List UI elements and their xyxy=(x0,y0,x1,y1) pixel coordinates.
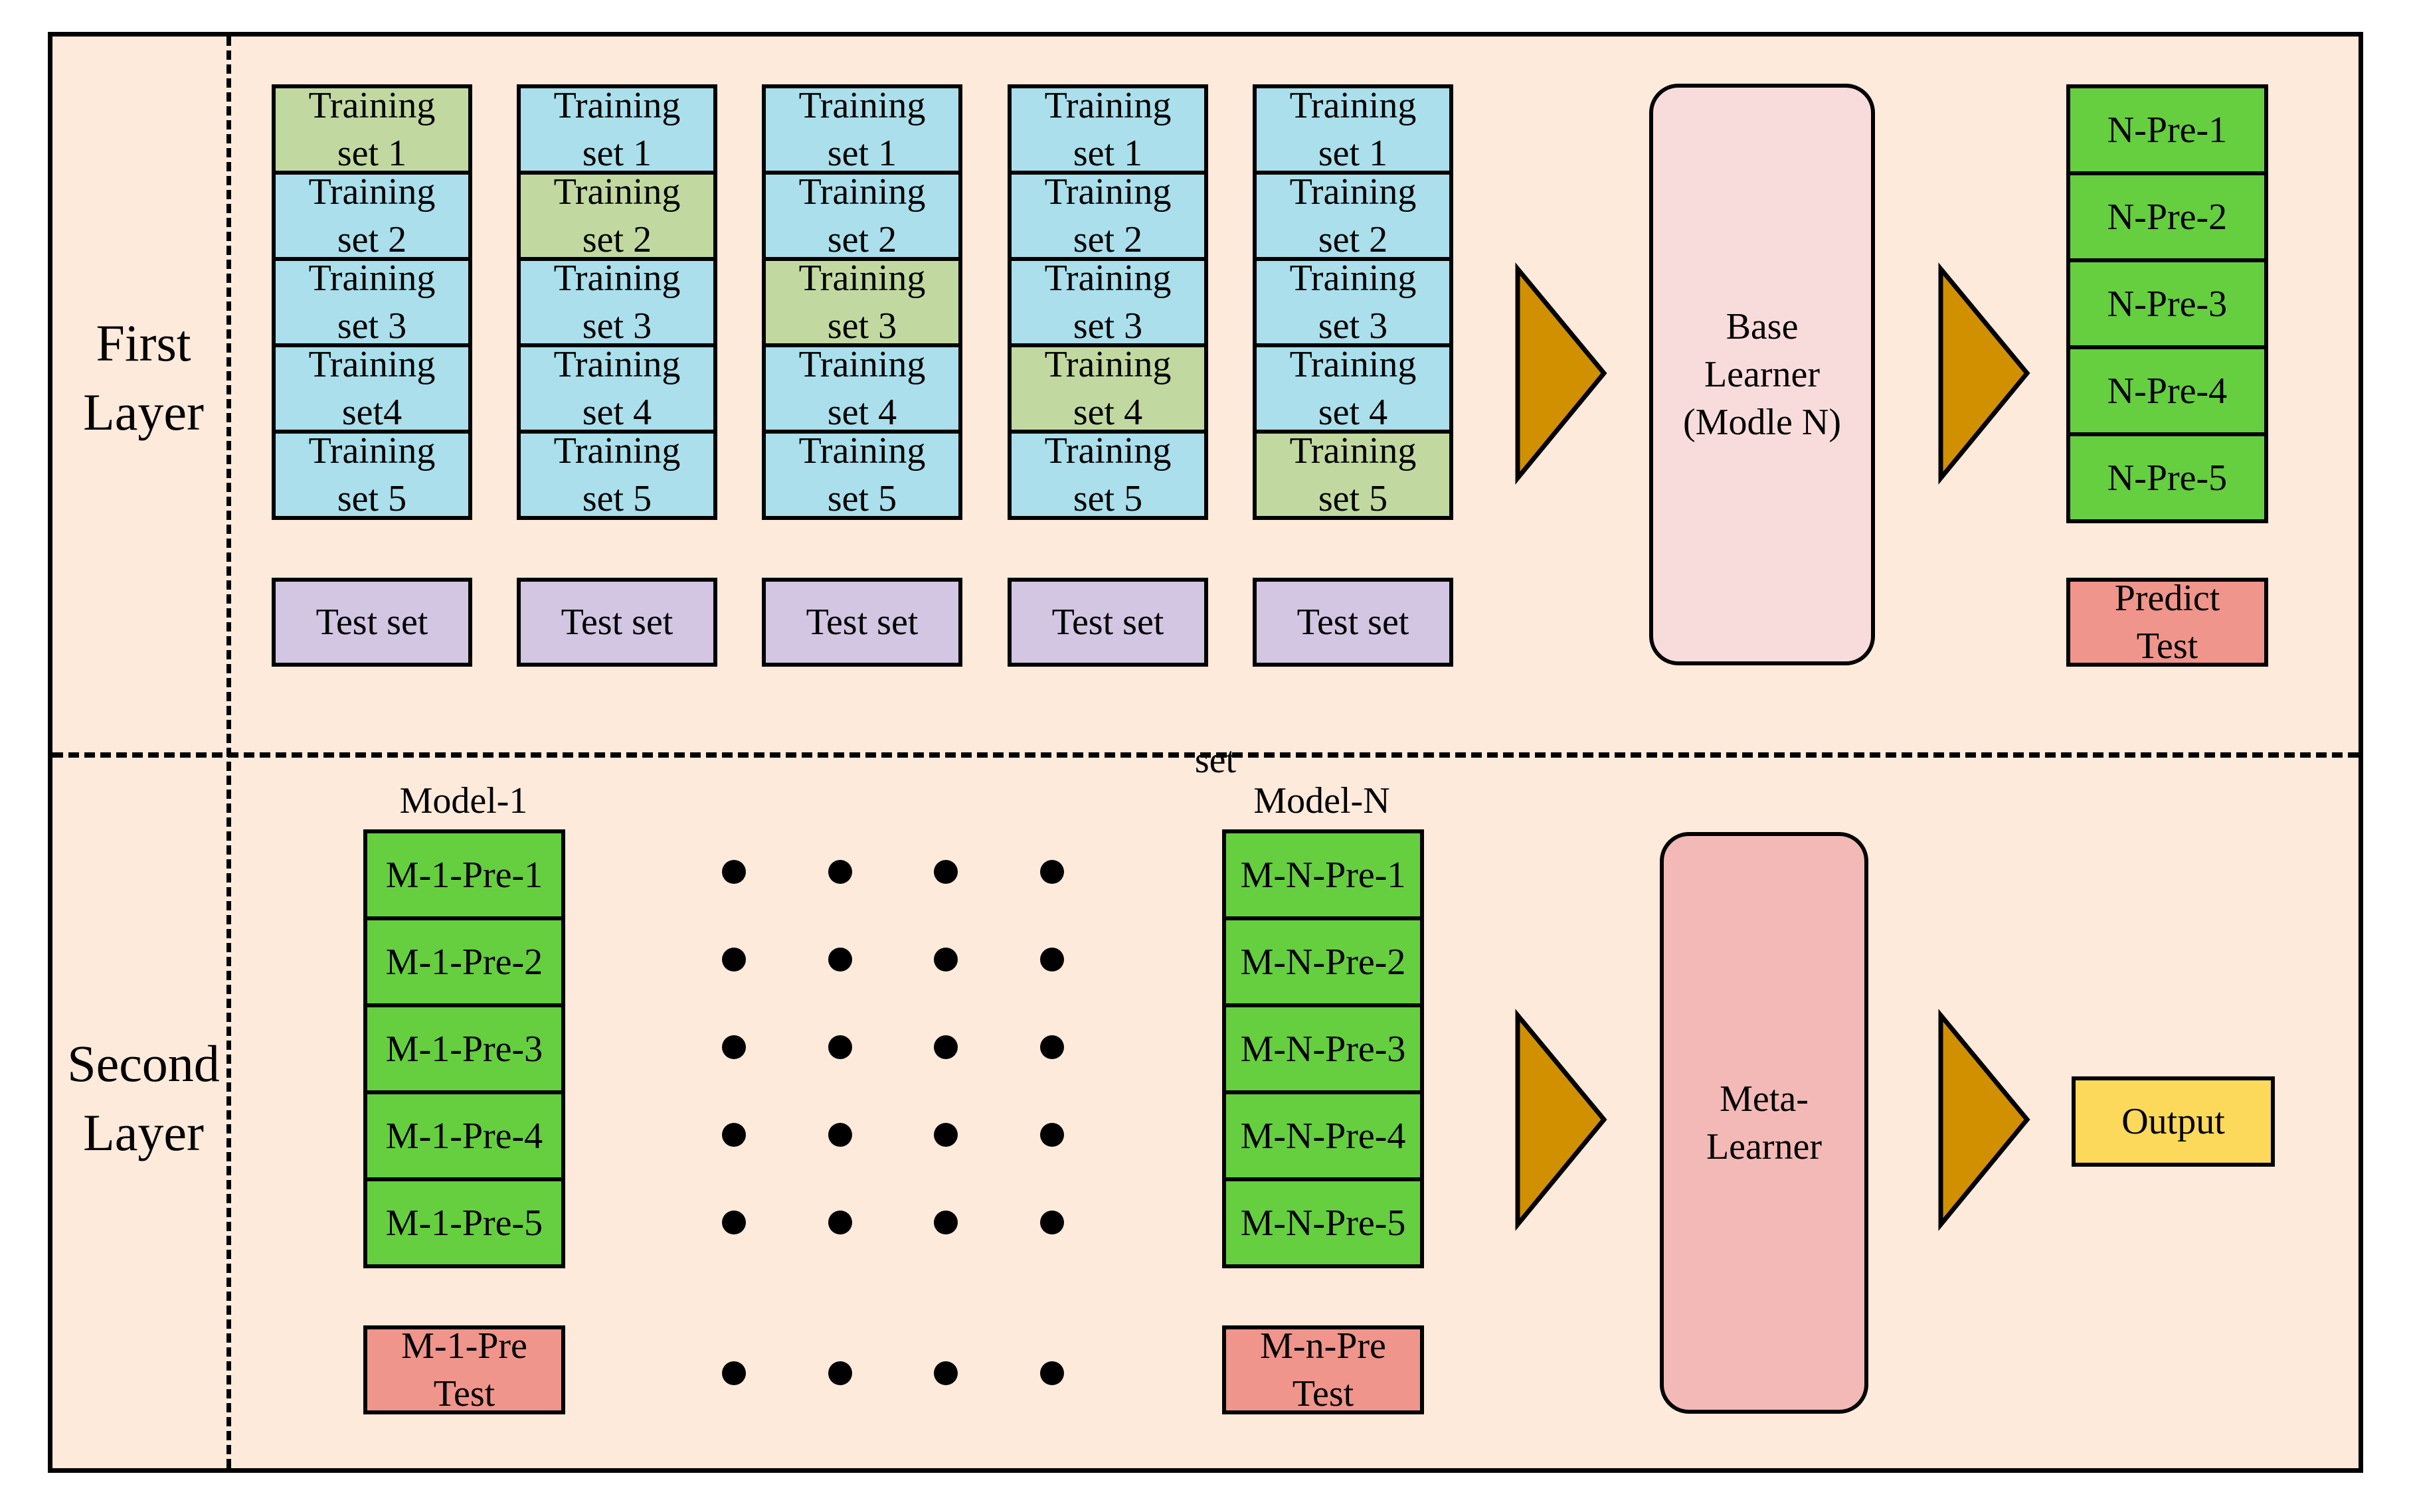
model-n-prediction-box: M-N-Pre-4 xyxy=(1222,1090,1424,1181)
dot-icon xyxy=(934,1361,958,1385)
training-set-cell: Training set 1 xyxy=(517,84,717,175)
training-set-cell: Training set 5 xyxy=(1008,430,1208,520)
training-set-cell: Training set 1 xyxy=(1253,84,1453,175)
test-set-box: Test set xyxy=(272,578,472,667)
model-n-test-box: M-n-Pre Test xyxy=(1222,1325,1424,1414)
model-n-prediction-box: M-N-Pre-1 xyxy=(1222,829,1424,920)
training-set-cell: Training set 3 xyxy=(1253,257,1453,347)
dot-icon xyxy=(828,948,852,971)
model-n-prediction-box: M-N-Pre-2 xyxy=(1222,916,1424,1007)
base-learner: Base Learner (Modle N) xyxy=(1649,84,1875,665)
training-set-cell: Training set 1 xyxy=(1008,84,1208,175)
model-1-prediction-box: M-1-Pre-2 xyxy=(363,916,565,1007)
training-set-cell: Training set 3 xyxy=(762,257,962,347)
training-set-cell: Training set 4 xyxy=(517,343,717,434)
model-n-prediction-box: M-N-Pre-5 xyxy=(1222,1177,1424,1268)
base-prediction-box: N-Pre-4 xyxy=(2066,345,2268,436)
training-set-cell: Training set 5 xyxy=(517,430,717,520)
training-set-cell: Training set 5 xyxy=(762,430,962,520)
training-set-cell: Training set 3 xyxy=(1008,257,1208,347)
training-set-cell: Training set 5 xyxy=(1253,430,1453,520)
first-layer-label: First Layer xyxy=(83,314,204,441)
dot-icon xyxy=(828,1123,852,1147)
second-layer-label: Second Layer xyxy=(67,1035,220,1161)
training-set-cell: Training set 3 xyxy=(272,257,472,347)
training-set-cell: Training set 2 xyxy=(517,171,717,261)
dot-icon xyxy=(934,1123,958,1147)
training-set-cell: Training set4 xyxy=(272,343,472,434)
dot-icon xyxy=(722,948,746,971)
training-set-cell: Training set 1 xyxy=(762,84,962,175)
triangle-right-icon xyxy=(1515,262,1607,485)
dot-icon xyxy=(1040,1035,1064,1059)
dot-icon xyxy=(828,1361,852,1385)
dot-icon xyxy=(934,1211,958,1234)
dot-icon xyxy=(1040,948,1064,971)
training-set-cell: Training set 4 xyxy=(1253,343,1453,434)
model-1-prediction-box: M-1-Pre-3 xyxy=(363,1003,565,1094)
test-set-box: Test set xyxy=(762,578,962,667)
dot-icon xyxy=(1040,1123,1064,1147)
dot-icon xyxy=(722,1361,746,1385)
output-box: Output xyxy=(2072,1076,2275,1167)
training-set-cell: Training set 2 xyxy=(1253,171,1453,261)
training-set-cell: Training set 4 xyxy=(762,343,962,434)
training-set-cell: Training set 2 xyxy=(1008,171,1208,261)
test-set-box: Test set xyxy=(1008,578,1208,667)
dot-icon xyxy=(1040,1211,1064,1234)
base-prediction-box: N-Pre-3 xyxy=(2066,258,2268,349)
dot-icon xyxy=(934,860,958,884)
base-prediction-box: N-Pre-5 xyxy=(2066,432,2268,523)
base-prediction-box: N-Pre-1 xyxy=(2066,84,2268,175)
training-set-cell: Training set 5 xyxy=(272,430,472,520)
dot-icon xyxy=(828,1211,852,1234)
model-1-test-box: M-1-Pre Test xyxy=(363,1325,565,1414)
dot-icon xyxy=(828,1035,852,1059)
training-set-cell: Training set 1 xyxy=(272,84,472,175)
dot-icon xyxy=(934,948,958,971)
meta-learner: Meta- Learner xyxy=(1660,832,1868,1414)
training-set-cell: Training set 4 xyxy=(1008,343,1208,434)
base-prediction-box: N-Pre-2 xyxy=(2066,171,2268,262)
dot-icon xyxy=(722,1211,746,1234)
dot-icon xyxy=(828,860,852,884)
dot-icon xyxy=(1040,1361,1064,1385)
dot-icon xyxy=(722,1035,746,1059)
model-1-title: Model-1 xyxy=(399,780,528,821)
model-n-title: Model-N xyxy=(1253,780,1390,821)
overflow-text: set xyxy=(1194,740,1237,781)
dot-icon xyxy=(934,1035,958,1059)
model-1-prediction-box: M-1-Pre-5 xyxy=(363,1177,565,1268)
model-1-prediction-box: M-1-Pre-1 xyxy=(363,829,565,920)
dot-icon xyxy=(722,1123,746,1147)
training-set-cell: Training set 3 xyxy=(517,257,717,347)
layer-divider-horizontal xyxy=(52,752,2359,758)
test-set-box: Test set xyxy=(517,578,717,667)
training-set-cell: Training set 2 xyxy=(762,171,962,261)
model-n-prediction-box: M-N-Pre-3 xyxy=(1222,1003,1424,1094)
model-1-prediction-box: M-1-Pre-4 xyxy=(363,1090,565,1181)
triangle-right-icon xyxy=(1938,262,2030,485)
triangle-right-icon xyxy=(1515,1009,1607,1231)
predict-test-box: Predict Test xyxy=(2066,578,2268,667)
dot-icon xyxy=(722,860,746,884)
test-set-box: Test set xyxy=(1253,578,1453,667)
training-set-cell: Training set 2 xyxy=(272,171,472,261)
triangle-right-icon xyxy=(1938,1009,2030,1231)
dot-icon xyxy=(1040,860,1064,884)
